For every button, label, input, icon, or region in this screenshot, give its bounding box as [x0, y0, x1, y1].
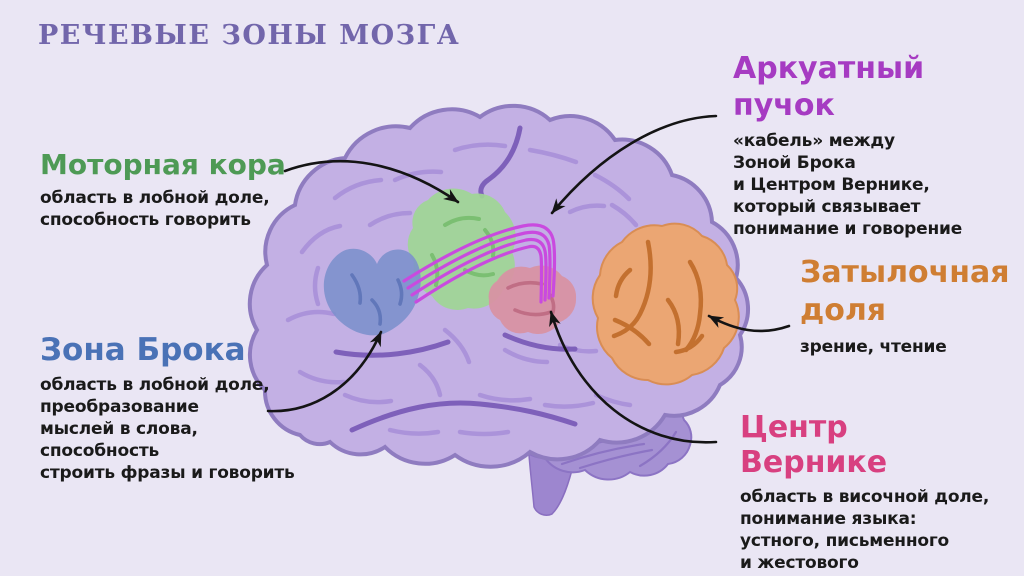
broca-area-region [323, 248, 421, 336]
motor-cortex-label: Моторная кора область в лобной доле, спо… [40, 148, 286, 231]
occipital-description: зрение, чтение [800, 337, 947, 357]
wernicke-title: Центр Вернике [740, 410, 888, 480]
motor-cortex-title: Моторная кора [40, 148, 286, 181]
broca-arrow [266, 330, 383, 413]
arcuate-arrow [550, 114, 718, 215]
occipital-lobe-region [591, 222, 740, 386]
arcuate-fasciculus-fibers [402, 223, 557, 304]
wernicke-arrow [549, 310, 718, 444]
broca-title: Зона Брока [40, 332, 246, 368]
broca-description: область в лобной доле, преобразование мы… [40, 375, 295, 483]
wernicke-label: Центр Вернике область в височной доле, п… [740, 410, 1000, 574]
wernicke-description: область в височной доле, понимание языка… [740, 487, 990, 573]
arcuate-title: Аркуатный пучок [733, 51, 925, 123]
motor-cortex-description: область в лобной доле, способность говор… [40, 188, 270, 230]
pointer-arrows [266, 114, 791, 444]
occipital-label: Затылочная доля зрение, чтение [800, 254, 1010, 358]
occipital-title: Затылочная доля [800, 255, 1010, 328]
occipital-arrow [707, 314, 791, 333]
cerebrum-sulci [333, 125, 578, 433]
arcuate-description: «кабель» между Зоной Брока и Центром Вер… [733, 131, 963, 239]
cerebrum-gyri [285, 142, 639, 437]
arcuate-label: Аркуатный пучок «кабель» между Зоной Бро… [733, 50, 973, 240]
page-title: РЕЧЕВЫЕ ЗОНЫ МОЗГА [38, 20, 461, 51]
motor-cortex-arrow [283, 160, 460, 204]
broca-label: Зона Брока область в лобной доле, преобр… [40, 332, 295, 484]
